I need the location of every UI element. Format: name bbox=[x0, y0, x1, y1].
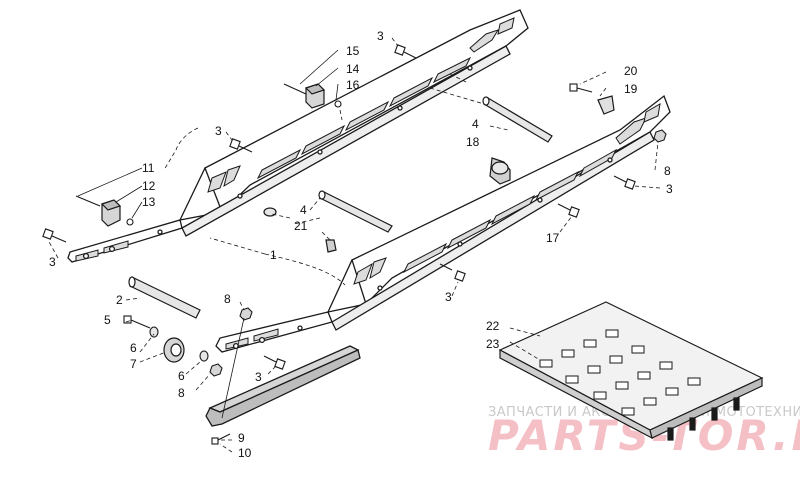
callout-7: 7 bbox=[130, 357, 137, 371]
leader-lines bbox=[47, 37, 661, 453]
callout-5: 5 bbox=[104, 313, 111, 327]
callout-23: 23 bbox=[486, 337, 500, 351]
callout-4-b: 4 bbox=[300, 203, 307, 217]
watermark: ЗАПЧАСТИ И АКСЕССУАРЫ ДЛЯ МОТОТЕХНИКИ PA… bbox=[488, 405, 800, 460]
callout-3-c: 3 bbox=[49, 255, 56, 269]
slide-rail-10 bbox=[205, 345, 361, 427]
bracket-19 bbox=[597, 95, 615, 115]
bolt-3-c bbox=[42, 228, 67, 243]
nut-8-c bbox=[653, 129, 667, 143]
callout-19: 19 bbox=[624, 82, 638, 96]
callout-22: 22 bbox=[486, 319, 500, 333]
shaft-middle bbox=[318, 190, 393, 233]
bumper-block-12 bbox=[100, 199, 122, 227]
callout-1: 1 bbox=[270, 248, 277, 262]
callout-14: 14 bbox=[346, 62, 360, 76]
callout-3-b: 3 bbox=[215, 124, 222, 138]
callouts: 1 2 3 3 3 3 3 3 4 4 5 6 6 7 8 8 8 9 10 1… bbox=[49, 29, 673, 460]
callout-11: 11 bbox=[142, 161, 155, 175]
bolt-3-d bbox=[439, 263, 466, 282]
callout-9: 9 bbox=[238, 431, 245, 445]
callout-17: 17 bbox=[546, 231, 560, 245]
nut-16 bbox=[334, 100, 342, 108]
bolt-3-e bbox=[263, 355, 286, 370]
callout-13: 13 bbox=[142, 195, 156, 209]
nut-8-a bbox=[239, 307, 253, 321]
nut-8-b bbox=[209, 363, 223, 377]
callout-15: 15 bbox=[346, 44, 360, 58]
callout-10: 10 bbox=[238, 446, 252, 460]
screw-11 bbox=[75, 195, 101, 207]
bolt-3-f bbox=[613, 175, 636, 190]
washers-6 bbox=[149, 326, 209, 362]
callout-20: 20 bbox=[624, 64, 638, 78]
track-22 bbox=[498, 301, 764, 441]
callout-8-a: 8 bbox=[224, 292, 231, 306]
callout-3-e: 3 bbox=[255, 370, 262, 384]
wheel-7 bbox=[163, 337, 185, 363]
callout-3-d: 3 bbox=[445, 290, 452, 304]
leader-lines-solid bbox=[77, 49, 339, 419]
callout-6-b: 6 bbox=[178, 369, 185, 383]
callout-3-f: 3 bbox=[666, 182, 673, 196]
bolt-3-a bbox=[394, 44, 417, 59]
callout-8-b: 8 bbox=[178, 386, 185, 400]
nut-13 bbox=[126, 218, 134, 226]
bolt-5 bbox=[123, 315, 151, 329]
rail-left bbox=[67, 9, 529, 263]
callout-4-a: 4 bbox=[472, 117, 479, 131]
callout-6-a: 6 bbox=[130, 341, 137, 355]
callout-16: 16 bbox=[346, 78, 360, 92]
bumper-block-14 bbox=[304, 83, 326, 109]
callout-8-c: 8 bbox=[664, 164, 671, 178]
callout-18: 18 bbox=[466, 135, 480, 149]
spacer-18 bbox=[489, 157, 511, 185]
bolts bbox=[42, 44, 667, 445]
screw-9 bbox=[211, 433, 231, 445]
callout-21: 21 bbox=[294, 219, 308, 233]
rail-right bbox=[215, 94, 671, 353]
bolt-20 bbox=[569, 83, 593, 93]
shaft-front bbox=[128, 276, 201, 319]
bolt-17 bbox=[557, 203, 580, 218]
bolt-3-b bbox=[229, 138, 253, 153]
callout-12: 12 bbox=[142, 179, 156, 193]
callout-2: 2 bbox=[116, 293, 123, 307]
callout-3-a: 3 bbox=[377, 29, 384, 43]
shaft-rear bbox=[482, 96, 553, 143]
screw-15 bbox=[283, 83, 307, 95]
